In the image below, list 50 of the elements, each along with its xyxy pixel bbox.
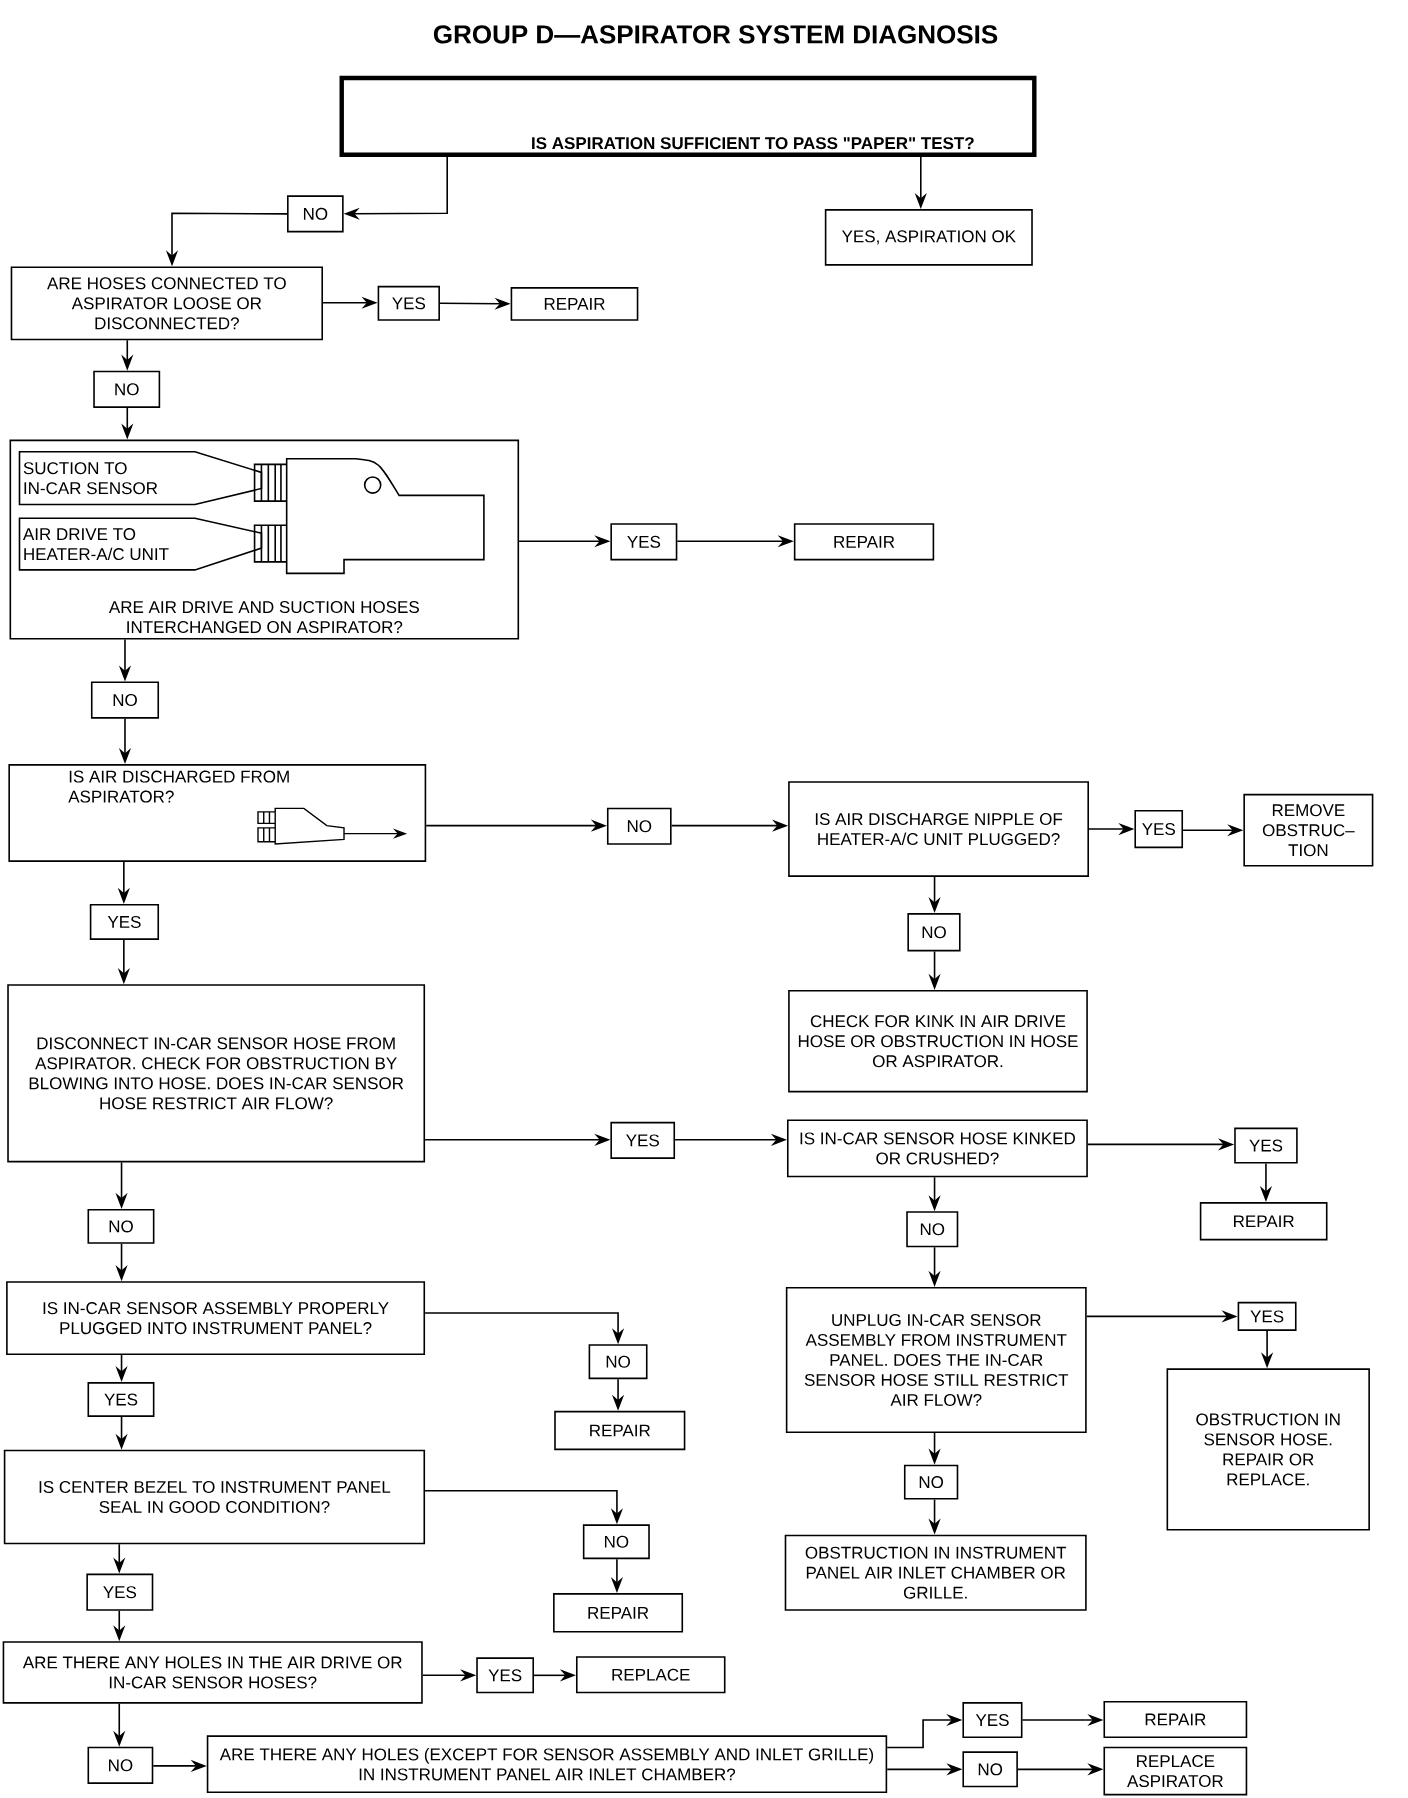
action-box: CHECK FOR KINK IN AIR DRIVE HOSE OR OBSTRUCTION IN HOSE OR ASPIRATOR. [788, 989, 1088, 1093]
answer-box: YES [89, 903, 159, 940]
answer-box: NO [286, 195, 344, 233]
answer-box: NO [93, 370, 161, 408]
question-box: ARE THERE ANY HOLES IN THE AIR DRIVE OR IN-CAR SENSOR HOSES? [2, 1641, 423, 1704]
answer-box: NO [588, 1344, 648, 1380]
answer-box: NO [903, 1464, 959, 1500]
action-box: REPLACE [575, 1656, 726, 1694]
answer-box: NO [582, 1524, 650, 1560]
question-box: IS ASPIRATION SUFFICIENT TO PASS "PAPER" TEST? [339, 75, 1037, 157]
action-box: REPAIR [510, 287, 639, 321]
answer-box: NO [87, 1746, 154, 1784]
answer-box: YES [962, 1702, 1023, 1739]
action-box: OBSTRUCTION IN SENSOR HOSE. REPAIR OR REPLACE. [1166, 1368, 1370, 1531]
question-box: IS IN-CAR SENSOR HOSE KINKED OR CRUSHED? [786, 1119, 1088, 1178]
action-box: REPAIR [1103, 1700, 1248, 1739]
question-box: IS CENTER BEZEL TO INSTRUMENT PANEL SEAL IN GOOD CONDITION? [3, 1449, 425, 1545]
answer-box: YES [377, 285, 440, 321]
answer-box: NO [90, 681, 159, 719]
answer-box: YES [1237, 1301, 1297, 1331]
answer-box: NO [906, 1211, 959, 1248]
answer-box: YES [610, 1121, 675, 1159]
action-box: REPAIR [553, 1593, 683, 1633]
answer-box: YES [1134, 809, 1183, 849]
question-box: IS IN-CAR SENSOR ASSEMBLY PROPERLY PLUGGED INTO INSTRUMENT PANEL? [6, 1281, 425, 1356]
question-box: ARE HOSES CONNECTED TO ASPIRATOR LOOSE OR DISCONNECTED? [10, 266, 323, 341]
answer-box: NO [962, 1751, 1018, 1788]
answer-box: YES [610, 523, 678, 561]
question-box: ARE THERE ANY HOLES (EXCEPT FOR SENSOR ASSEMBLY AND INLET GRILLE) IN INSTRUMENT PANEL AIR INLET CHAMBER? [206, 1735, 888, 1794]
callout-label: AIR DRIVE TO HEATER-A/C UNIT [18, 517, 263, 571]
answer-box: NO [87, 1208, 155, 1244]
result-box: YES, ASPIRATION OK [824, 209, 1033, 266]
action-box: REPAIR [793, 523, 935, 561]
question-box: IS AIR DISCHARGE NIPPLE OF HEATER-A/C UNIT PLUGGED? [788, 781, 1089, 877]
answer-box: NO [606, 807, 672, 845]
action-box: REPAIR [1199, 1202, 1328, 1241]
question-box: DISCONNECT IN-CAR SENSOR HOSE FROM ASPIRATOR. CHECK FOR OBSTRUCTION BY BLOWING INTO HOSE. DOES IN-CAR SENSOR HOSE RESTRICT AIR FLOW? [7, 984, 425, 1163]
action-box: REMOVE OBSTRUC– TION [1243, 793, 1374, 867]
callout-label: SUCTION TO IN-CAR SENSOR [18, 451, 263, 506]
answer-box: NO [907, 913, 961, 952]
answer-box: YES [86, 1573, 154, 1611]
answer-box: YES [476, 1657, 534, 1694]
question-box: IS AIR DISCHARGED FROM ASPIRATOR? [8, 764, 427, 862]
action-box: OBSTRUCTION IN INSTRUMENT PANEL AIR INLET CHAMBER OR GRILLE. [784, 1534, 1087, 1611]
answer-box: YES [87, 1382, 155, 1417]
action-box: REPAIR [554, 1410, 686, 1451]
answer-box: YES [1234, 1127, 1298, 1164]
question-box: UNPLUG IN-CAR SENSOR ASSEMBLY FROM INSTRUMENT PANEL. DOES THE IN-CAR SENSOR HOSE STILL RESTRICT AIR FLOW? [785, 1286, 1087, 1434]
title: GROUP D—ASPIRATOR SYSTEM DIAGNOSIS [433, 25, 998, 44]
action-box: REPLACE ASPIRATOR [1103, 1746, 1248, 1796]
